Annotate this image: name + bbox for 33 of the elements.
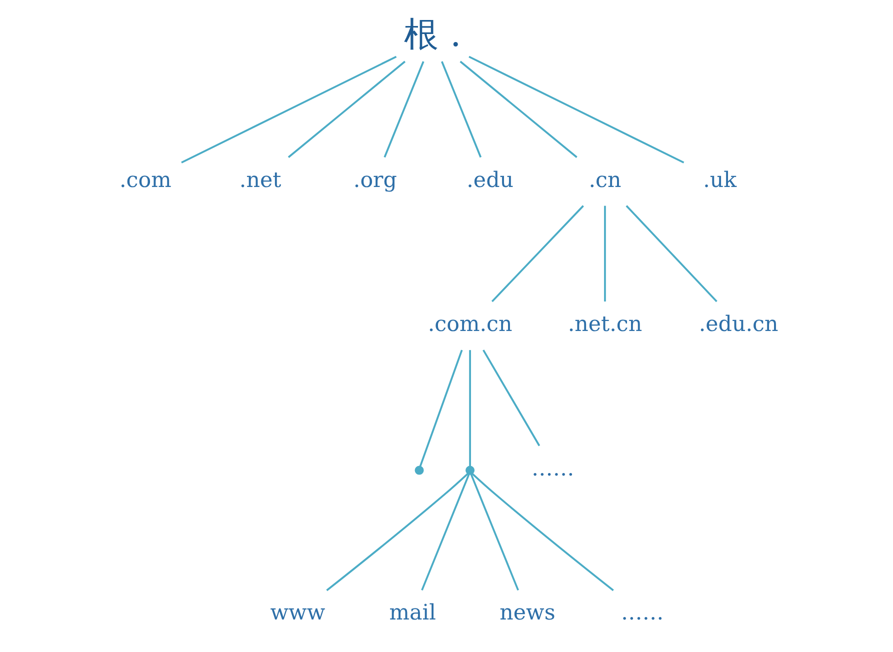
- connector: [468, 350, 470, 466]
- node-text: .edu: [466, 168, 514, 193]
- node-text: .cn: [588, 168, 621, 193]
- connector: [180, 56, 396, 164]
- node-text: ……: [531, 456, 574, 482]
- node-text: .net: [238, 168, 281, 193]
- connector: [383, 61, 424, 158]
- connector: [468, 56, 684, 164]
- node-text: www: [270, 600, 325, 626]
- node-text: 根 .: [404, 14, 461, 55]
- connector: [459, 60, 577, 158]
- connector: [440, 61, 482, 158]
- node-text: .uk: [702, 168, 736, 193]
- node-text: .com.cn: [427, 312, 512, 338]
- node-point: [465, 466, 474, 475]
- connector: [471, 473, 614, 592]
- node-text: mail: [388, 600, 436, 626]
- connector: [482, 350, 540, 446]
- connector: [625, 205, 717, 302]
- connector: [287, 60, 406, 158]
- node-text: .org: [352, 168, 396, 193]
- node-text: .com: [118, 168, 171, 193]
- node-text: .edu.cn: [698, 312, 778, 338]
- node-text: ……: [620, 600, 664, 626]
- connector: [418, 350, 462, 467]
- connector: [490, 205, 584, 302]
- connector: [420, 474, 470, 591]
- node-text: .net.cn: [567, 312, 642, 338]
- connector: [326, 473, 468, 592]
- connector: [470, 474, 518, 591]
- node-point: [414, 466, 424, 475]
- node-text: news: [499, 600, 555, 626]
- connector: [604, 206, 606, 302]
